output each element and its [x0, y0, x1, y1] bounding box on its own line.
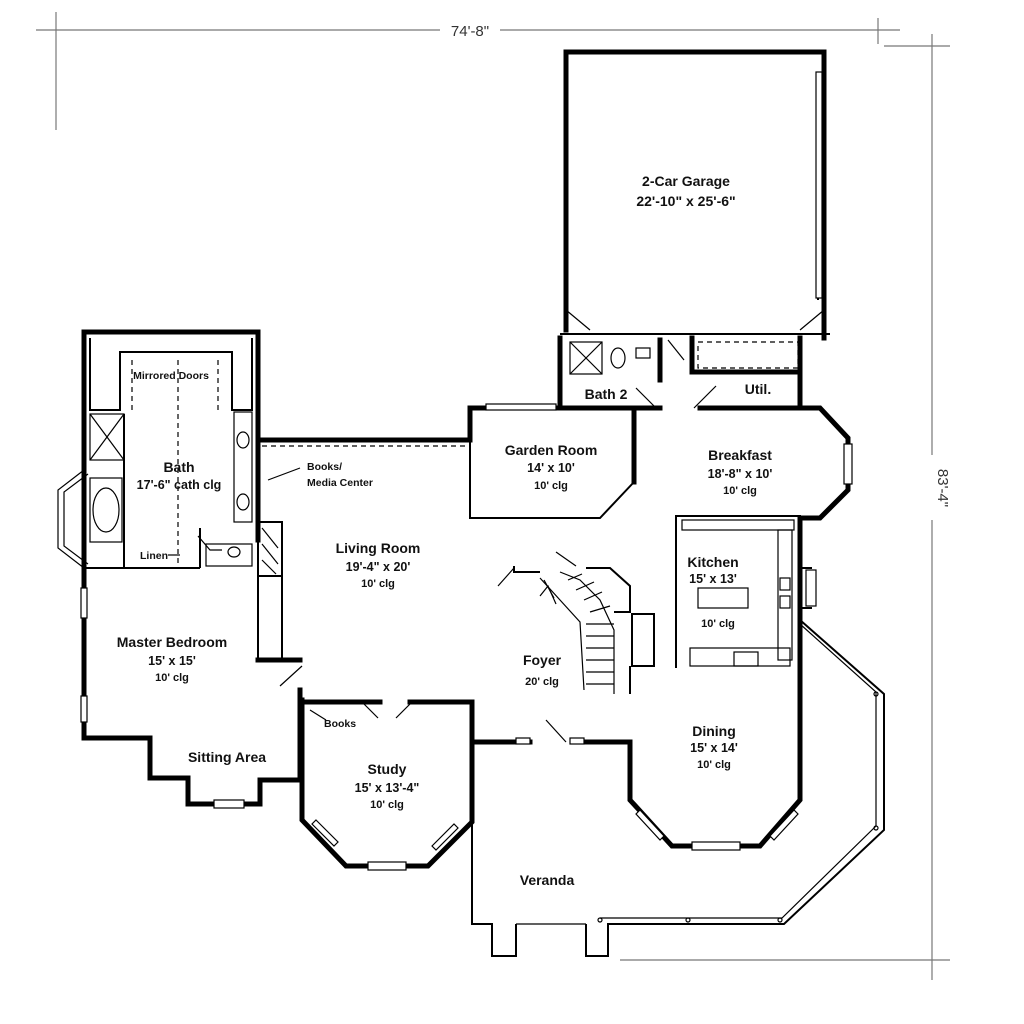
sitting-area-name: Sitting Area	[188, 749, 266, 765]
books-media-label-1: Books/	[307, 461, 342, 473]
master-suite-walls	[57, 329, 261, 571]
garage-name: 2-Car Garage	[642, 173, 730, 189]
study-ceiling: 10' clg	[370, 799, 404, 811]
living-room-size: 19'-4" x 20'	[346, 560, 411, 574]
books-media-label-2: Media Center	[307, 477, 373, 489]
veranda-walls	[471, 619, 885, 957]
bath2-name: Bath 2	[585, 386, 628, 402]
dining-size: 15' x 14'	[690, 741, 738, 755]
living-room-name: Living Room	[336, 540, 421, 556]
kitchen-name: Kitchen	[687, 554, 738, 570]
study-size: 15' x 13'-4"	[355, 781, 420, 795]
garden-room-name: Garden Room	[505, 442, 598, 458]
dining-ceiling: 10' clg	[697, 759, 731, 771]
garage-size: 22'-10" x 25'-6"	[636, 193, 735, 209]
breakfast-size: 18'-8" x 10'	[708, 467, 773, 481]
living-room-walls	[255, 437, 473, 660]
kitchen-ceiling: 10' clg	[701, 618, 735, 630]
master-bedroom-size: 15' x 15'	[148, 654, 196, 668]
garden-room-walls	[467, 403, 643, 519]
foyer-name: Foyer	[523, 652, 562, 668]
garden-room-size: 14' x 10'	[527, 461, 575, 475]
dimension-lines	[36, 12, 950, 980]
breakfast-ceiling: 10' clg	[723, 485, 757, 497]
master-bedroom-name: Master Bedroom	[117, 634, 227, 650]
depth-dimension: 83'-4"	[934, 469, 951, 507]
width-dimension: 74'-8"	[451, 23, 489, 40]
linen-label: Linen	[140, 550, 168, 562]
breakfast-name: Breakfast	[708, 447, 772, 463]
kitchen-size: 15' x 13'	[689, 572, 737, 586]
dining-walls	[469, 667, 803, 851]
garden-room-ceiling: 10' clg	[534, 480, 568, 492]
staircase	[497, 551, 655, 694]
living-room-ceiling: 10' clg	[361, 578, 395, 590]
dining-name: Dining	[692, 723, 736, 739]
kitchen-walls	[675, 515, 817, 673]
master-bath-size: 17'-6" cath clg	[137, 478, 222, 492]
books-label: Books	[324, 718, 356, 730]
master-bedroom-walls	[80, 565, 303, 809]
garage-walls	[560, 49, 830, 341]
util-name: Util.	[745, 381, 771, 397]
breakfast-walls	[797, 405, 853, 521]
foyer-ceiling: 20' clg	[525, 676, 559, 688]
master-bath-name: Bath	[163, 459, 194, 475]
books-media-arrow	[267, 467, 301, 481]
master-bedroom-ceiling: 10' clg	[155, 672, 189, 684]
mirrored-doors-label: Mirrored Doors	[133, 370, 209, 382]
veranda-name: Veranda	[520, 872, 575, 888]
study-name: Study	[368, 761, 407, 777]
